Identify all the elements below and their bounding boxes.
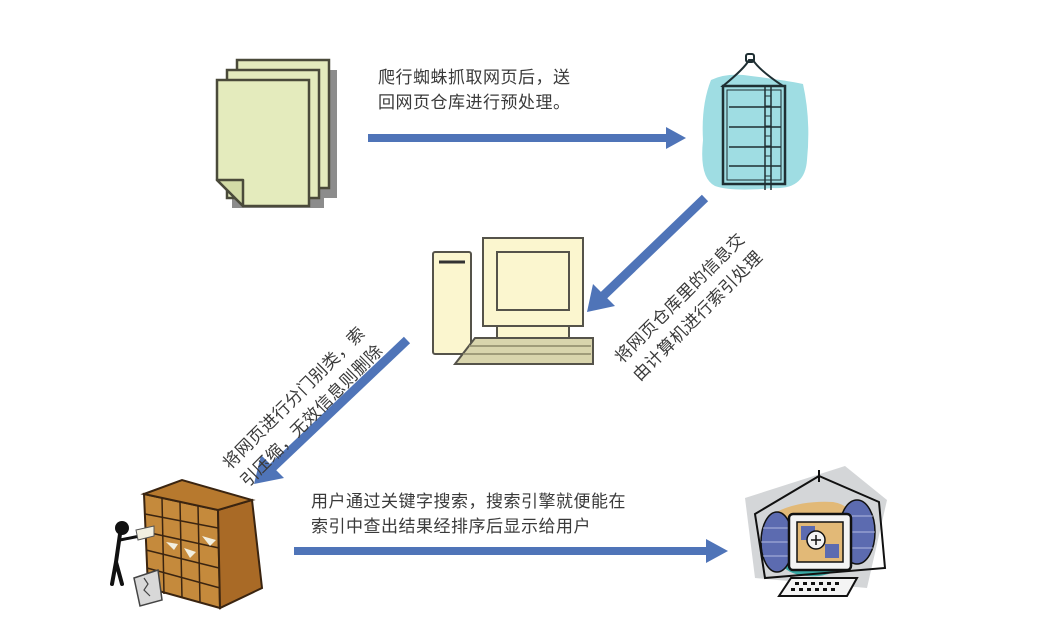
desktop-computer-icon <box>425 230 595 370</box>
step-1-label-line-1: 爬行蜘蛛抓取网页后，送 <box>378 68 571 88</box>
step-1-arrow <box>368 126 688 150</box>
step-1-label: 爬行蜘蛛抓取网页后，送 回网页仓库进行预处理。 <box>378 66 571 116</box>
step-4-label-line-2: 索引中查出结果经排序后显示给用户 <box>311 517 591 537</box>
step-4-arrow <box>294 538 730 564</box>
globe-computer-icon <box>735 460 895 610</box>
step-3-arrow <box>250 334 415 489</box>
step-4-label-line-1: 用户通过关键字搜索，搜索引擎就便能在 <box>311 492 626 512</box>
step-2-arrow <box>583 192 713 317</box>
document-stack-icon <box>205 48 345 213</box>
step-1-label-line-2: 回网页仓库进行预处理。 <box>378 93 571 113</box>
database-silo-icon <box>693 50 813 200</box>
step-4-label: 用户通过关键字搜索，搜索引擎就便能在 索引中查出结果经排序后显示给用户 <box>311 490 626 540</box>
filing-cabinet-icon <box>100 470 280 620</box>
